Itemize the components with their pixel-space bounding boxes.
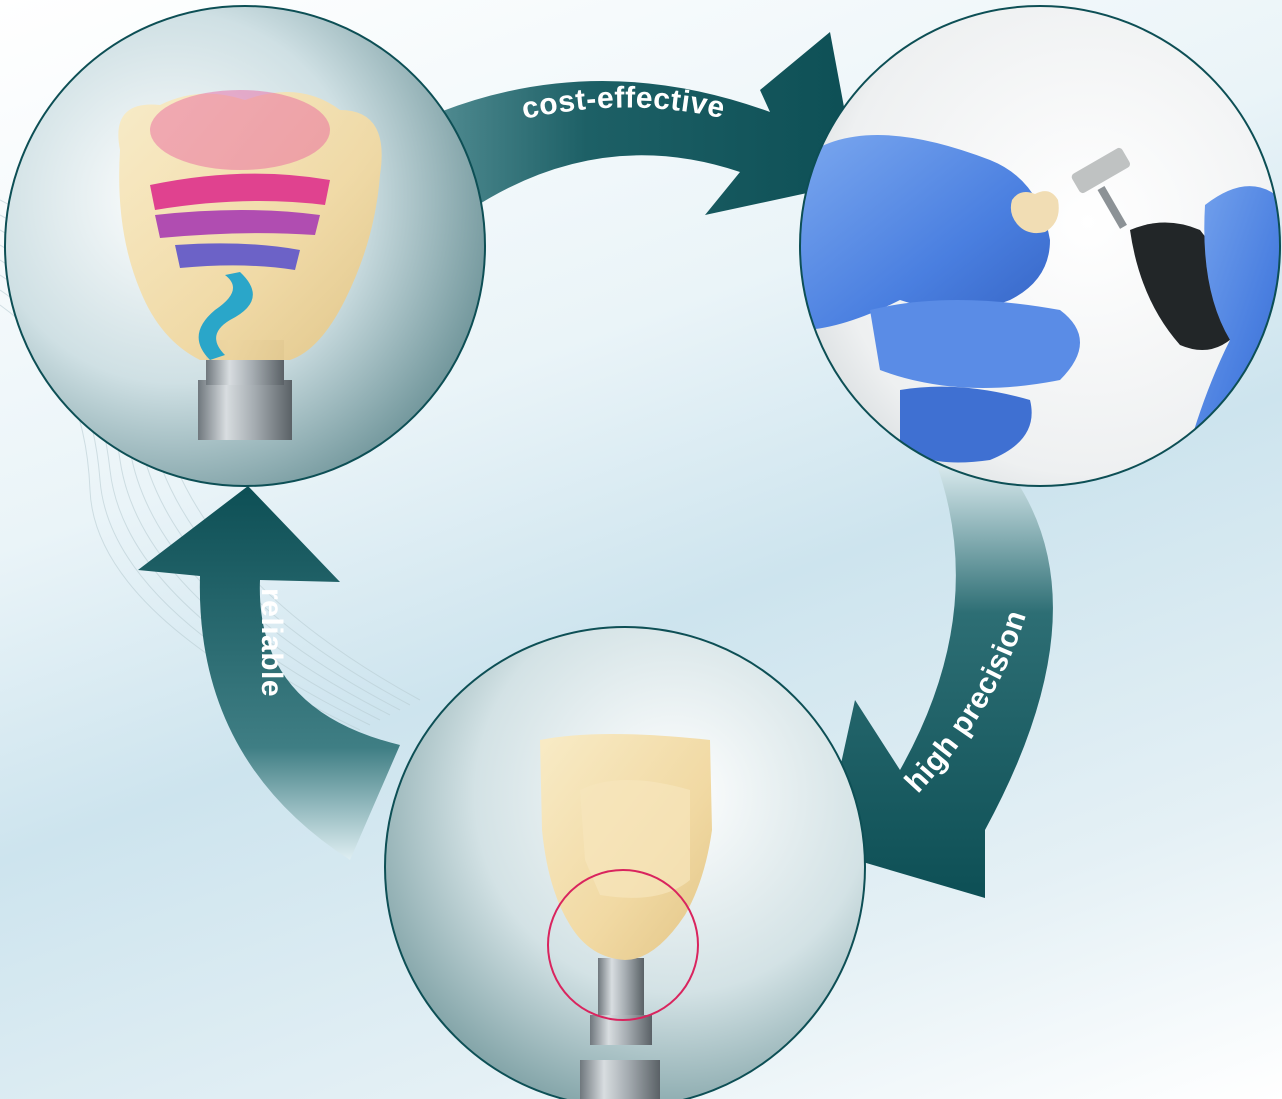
image-gloved-hands-polishing (799, 5, 1281, 487)
image-crown-spiral (4, 5, 486, 487)
arrow-cost-effective (440, 32, 858, 215)
image-crown-on-abutment (384, 626, 866, 1099)
label-reliable: reliable (255, 588, 288, 697)
highlight-ring (547, 869, 699, 1021)
arrow-high-precision (822, 460, 1053, 898)
arrow-reliable (138, 486, 400, 860)
